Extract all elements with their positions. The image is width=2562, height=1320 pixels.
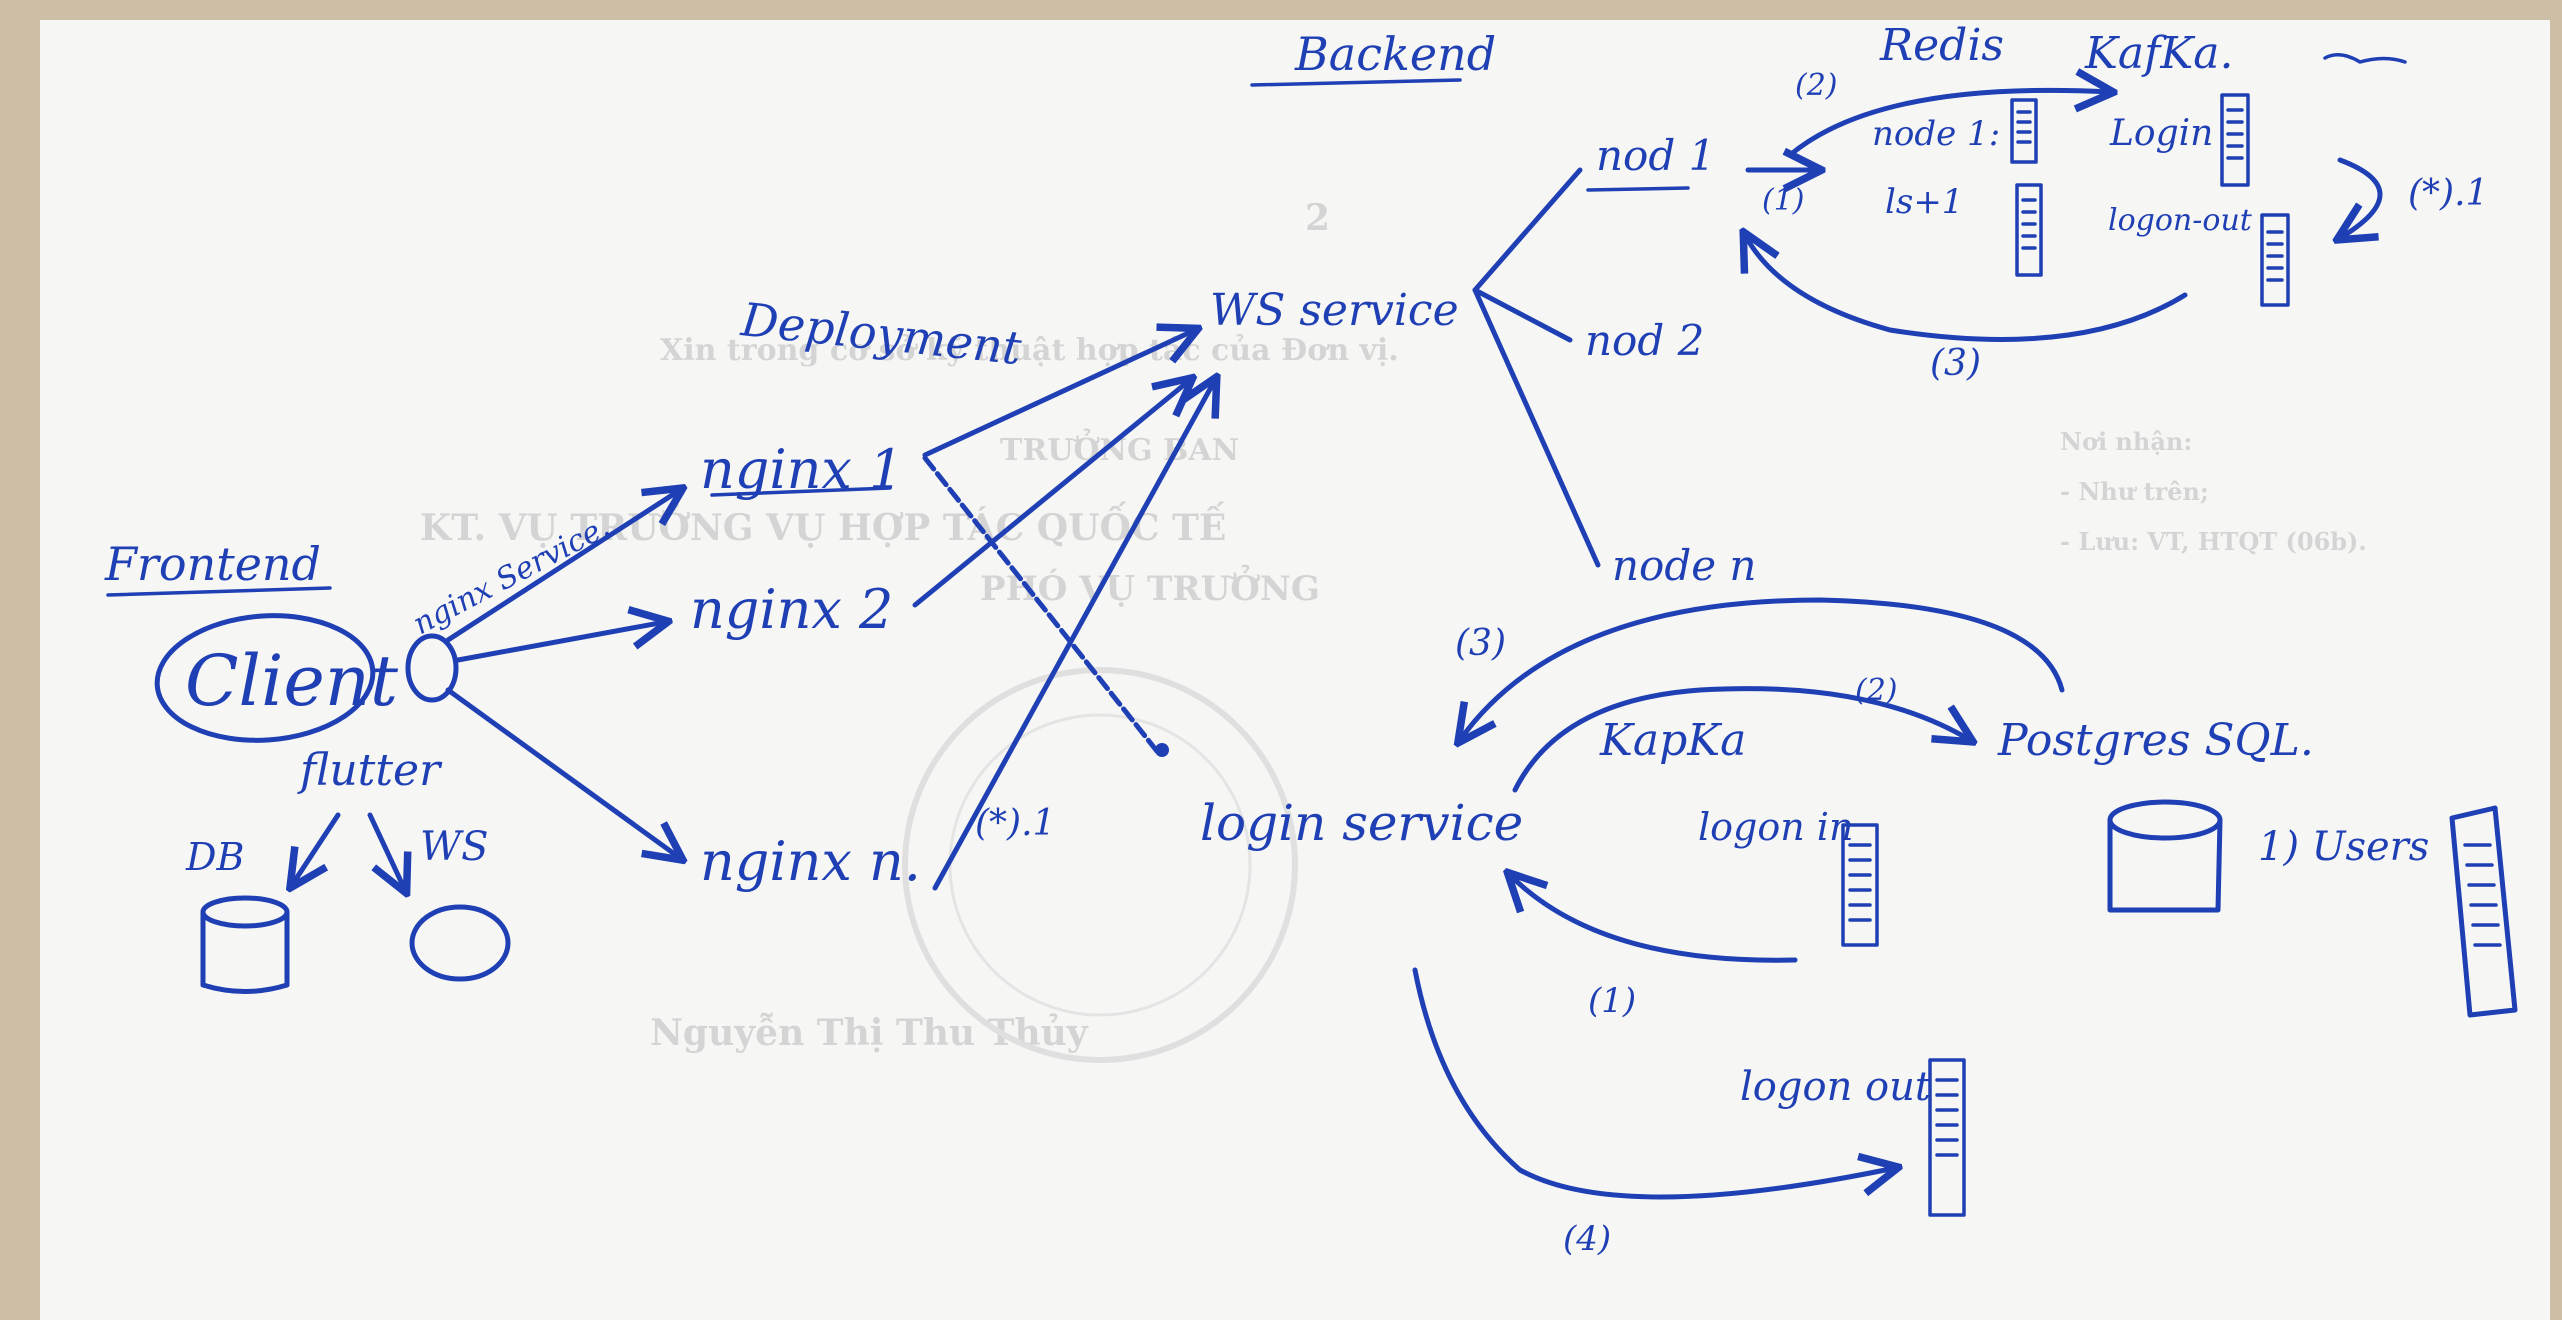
postgres-cylinder-icon [2107,799,2223,913]
client-connector [405,633,459,703]
step1-top: (1) [1762,183,1805,218]
arrow-self-loop [2340,157,2383,238]
arrow-logonin-to-login [1510,875,1798,963]
ghost-line-above: - Như trên; [2060,477,2209,506]
step1-mid: (1) [1588,981,1636,1021]
line-ws-noden [1472,287,1601,568]
logon-out-queue-icon [1928,1058,1966,1217]
redis-queue-2-icon [2015,183,2043,277]
ghost-line-head: TRƯỞNG BAN [1000,428,1239,468]
login-service-label: login service [1200,794,1523,852]
ghost-line-signer: Nguyễn Thị Thu Thủy [650,1012,1089,1054]
line-nginx1-ws [922,330,1195,458]
arrow-to-nginxn [445,687,680,858]
ghost-line-title: KT. VỤ TRƯỞNG VỤ HỢP TÁC QUỐC TẾ [420,502,1226,549]
nginxn-label: nginx n. [700,830,921,893]
ghost-line-deputy: PHÓ VỤ TRƯỞNG [980,564,1320,609]
ws-circle-icon [409,904,511,982]
arrow-login-to-logonout [1412,967,1895,1200]
ghost-page-number: 2 [1305,197,1330,239]
line-ws-node1 [1472,167,1583,293]
nginx2-label: nginx 2 [690,578,893,641]
users-label: 1) Users [2258,824,2429,870]
kafka-login-label: Login [2109,113,2213,154]
logon-out-label: logon out [1740,1064,1932,1110]
ghost-line-archive: - Lưu: VT, HTQT (06b). [2060,527,2367,556]
backend-heading: Backend [1294,27,1496,81]
arrow-to-db [292,812,341,885]
arrow-to-nginx1 [445,490,680,643]
line-nginxn-ws [932,380,1215,891]
kafka-top-heading: KafKa. [2084,28,2233,79]
node1-label: nod 1 [1596,131,1715,180]
step-star1-mid: (*).1 [975,803,1055,844]
line-nginx2-ws [912,380,1190,608]
nginx1-underline [710,486,892,497]
kafka-login-queue-icon [2220,93,2250,187]
arrow-login-to-postgres [1512,686,1970,793]
noden-label: node n [1612,541,1756,590]
node2-label: nod 2 [1585,316,1704,365]
users-table-icon [2449,805,2518,1018]
node1-underline [1586,186,1690,192]
line-ws-node2 [1472,287,1573,343]
ghost-seal [902,667,1298,1063]
redis-heading: Redis [1879,20,2004,71]
client-label: Client [185,640,399,722]
trailing-squiggle [2323,53,2407,64]
step2-mid: (2) [1855,673,1898,708]
backend-underline [1250,78,1462,87]
step3-top: (3) [1930,343,1981,384]
kafka-logout-label: logon-out [2108,203,2253,238]
step3-mid: (3) [1455,623,1506,664]
kafka-mid-label: KapKa [1599,715,1746,766]
logon-in-queue-icon [1841,823,1879,947]
arrow-to-ws [367,812,405,890]
arrow-to-kafka-login [1787,90,2110,158]
ghost-line-intro: Xin trong cơ sở kỹ thuật hợp tác của Đơn… [660,333,1399,368]
client-ellipse [154,613,376,743]
redis-list1-label: ls+1 [1885,182,1963,222]
line-nginx1-redirect [922,455,1163,758]
db-cylinder-icon [200,895,290,994]
ghost-seal-inner [948,713,1252,1017]
arrow-postgres-back [1460,597,2065,740]
ws-label: WS [420,824,489,870]
logon-in-label: logon in [1698,805,1853,849]
ws-service-label: WS service [1210,285,1459,336]
ghost-line-recipients: Nơi nhận: [2060,427,2192,456]
flutter-label: flutter [297,745,443,796]
step2-top: (2) [1795,68,1838,103]
redis-node1-label: node 1: [1872,114,2000,154]
step4-bottom: (4) [1563,1219,1611,1259]
redirect-dot-icon [1155,743,1169,757]
kafka-logout-queue-icon [2260,213,2290,307]
frontend-heading: Frontend [104,537,321,591]
postgres-label: Postgres SQL. [1997,715,2314,766]
frontend-underline [106,586,332,597]
redis-queue-1-icon [2010,98,2038,164]
step-star1-right: (*).1 [2408,173,2488,214]
db-label: DB [185,835,244,879]
arrow-back-to-node1 [1745,235,2188,342]
arrow-to-nginx2 [455,622,665,663]
bleed-through-text: 2 Xin trong cơ sở kỹ thuật hợp tác của Đ… [420,197,2367,1063]
